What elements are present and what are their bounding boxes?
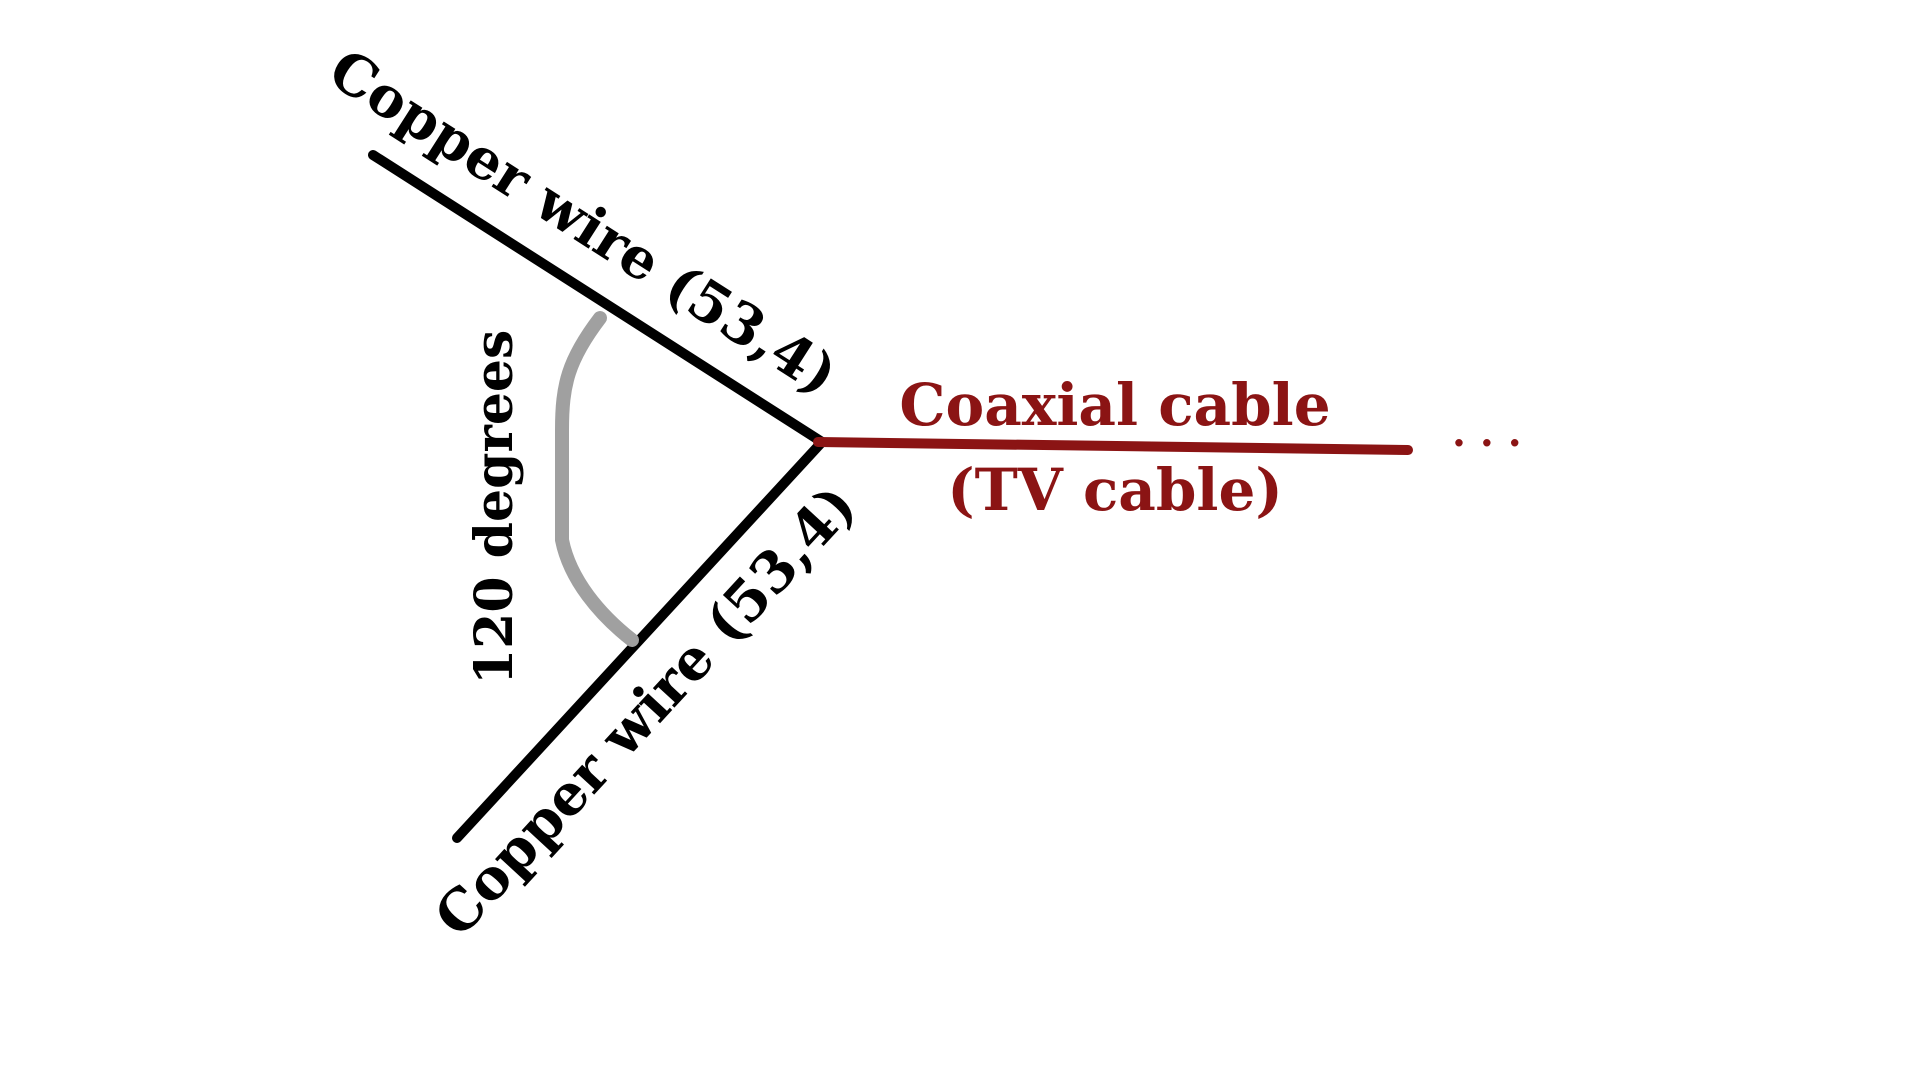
coaxial-cable-sublabel: (TV cable) <box>947 456 1283 524</box>
lower-copper-wire-line <box>452 437 827 843</box>
coaxial-cable-label: Coaxial cable <box>899 371 1330 439</box>
coaxial-cable-line <box>813 437 1413 455</box>
continuation-dots: · · · <box>1452 420 1522 467</box>
angle-arc <box>555 311 639 647</box>
angle-label: 120 degrees <box>464 330 525 685</box>
upper-copper-wire-line <box>368 150 827 447</box>
